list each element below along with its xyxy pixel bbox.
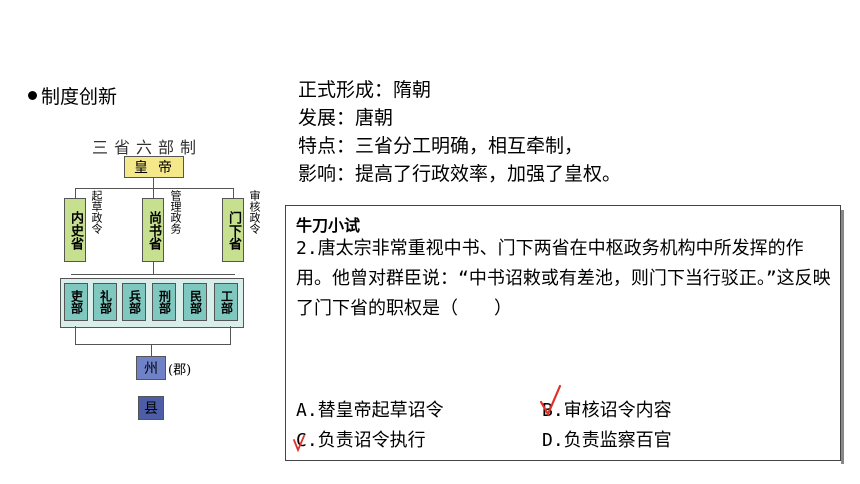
checkmark-icon	[539, 384, 562, 417]
connector-line	[153, 262, 154, 274]
info-line-features: 特点：三省分工明确，相互牵制，	[298, 135, 584, 157]
connector-line	[153, 178, 154, 188]
option-a[interactable]: A.替皇帝起草诏令	[296, 400, 444, 421]
option-b[interactable]: B.审核诏令内容	[542, 400, 672, 421]
bu-box-min: 民部	[183, 283, 207, 321]
heading-text: 制度创新	[41, 86, 118, 108]
connector-line	[230, 326, 231, 344]
connector-line	[75, 188, 233, 189]
bu-box-li-personnel: 吏部	[64, 283, 88, 321]
connector-line	[75, 188, 76, 198]
connector-line	[71, 274, 235, 275]
option-d[interactable]: D.负责监察百官	[542, 430, 672, 451]
diagram-title: 三省六部制	[92, 138, 203, 157]
bullet-icon	[28, 91, 37, 100]
connector-line	[151, 344, 152, 356]
sheng-box-neishi: 内史省	[64, 198, 86, 262]
bu-box-gong: 工部	[214, 283, 238, 321]
connector-line	[233, 188, 234, 198]
info-line-development: 发展：唐朝	[298, 107, 394, 129]
option-c[interactable]: C.负责诏令执行	[296, 430, 426, 451]
quiz-box-shadow	[841, 210, 844, 464]
info-line-formation: 正式形成：隋朝	[298, 79, 432, 101]
connector-line	[153, 188, 154, 198]
xian-box: 县	[138, 396, 164, 420]
emperor-box: 皇帝	[124, 156, 184, 178]
bu-box-bing: 兵部	[122, 283, 146, 321]
quiz-box: 牛刀小试 2.唐太宗非常重视中书、门下两省在中枢政务机构中所发挥的作用。他曾对群…	[285, 205, 844, 464]
connector-line	[75, 326, 76, 344]
zhou-box: 州	[136, 356, 166, 380]
quiz-question: 2.唐太宗非常重视中书、门下两省在中枢政务机构中所发挥的作用。他曾对群臣说：“中…	[296, 238, 831, 319]
bu-box-li-rites: 礼部	[93, 283, 117, 321]
sheng-note-neishi: 起草政令	[90, 190, 103, 234]
sheng-box-shangshu: 尚书省	[142, 198, 164, 262]
sheng-box-menxia: 门下省	[222, 198, 244, 262]
summary-lines: 正式形成：隋朝 发展：唐朝 特点：三省分工明确，相互牵制， 影响：提高了行政效率…	[298, 76, 621, 188]
connector-line	[75, 344, 231, 345]
sheng-note-menxia: 审核政令	[248, 190, 261, 234]
section-heading: 制度创新	[28, 82, 117, 109]
zhou-note: (郡)	[168, 363, 192, 378]
quiz-title: 牛刀小试	[296, 216, 361, 235]
info-line-impact: 影响：提高了行政效率，加强了皇权。	[298, 163, 622, 185]
bu-box-xing: 刑部	[152, 283, 176, 321]
sheng-note-shangshu: 管理政务	[169, 190, 182, 234]
three-departments-diagram: 三省六部制 皇帝 内史省 起草政令 尚书省 管理政务 门下省 审核政令 吏部 礼…	[52, 130, 282, 430]
checkmark-icon	[293, 435, 305, 452]
